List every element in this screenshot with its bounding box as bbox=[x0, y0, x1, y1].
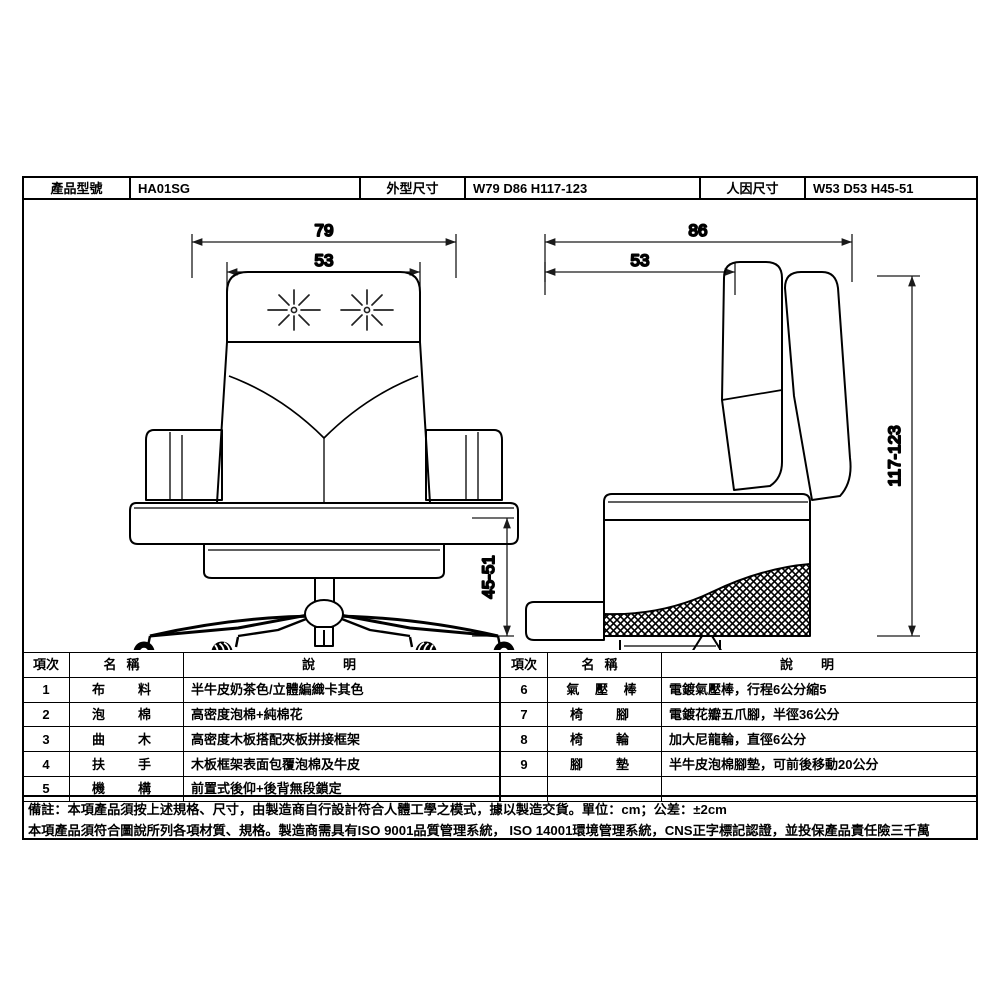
row-index: 1 bbox=[22, 676, 70, 703]
row-index: 8 bbox=[500, 726, 548, 753]
dim-front-width-79: 79 bbox=[315, 221, 334, 240]
row-desc: 半牛皮泡棉腳墊，可前後移動20公分 bbox=[661, 751, 978, 777]
row-desc: 前置式後仰+後背無段鎖定 bbox=[183, 775, 500, 802]
backrest-detail-starbursts bbox=[267, 289, 394, 331]
row-name: 機 構 bbox=[69, 775, 184, 802]
table-row: 3 曲 木 高密度木板搭配夾板拼接框架 bbox=[22, 726, 500, 753]
side-view-chair bbox=[525, 261, 852, 650]
col-header-desc: 說明 bbox=[183, 652, 500, 678]
model-label: 產品型號 bbox=[50, 180, 103, 196]
row-name: 布 料 bbox=[69, 676, 184, 703]
row-index bbox=[500, 775, 548, 802]
ergonomic-dimension-value: W53 D53 H45-51 bbox=[804, 178, 976, 198]
row-desc: 電鍍氣壓棒，行程6公分縮5 bbox=[661, 676, 978, 703]
dim-front-inner-53: 53 bbox=[315, 251, 334, 270]
row-name: 泡 棉 bbox=[69, 701, 184, 728]
row-index: 2 bbox=[22, 701, 70, 728]
spec-tables: 項次 名稱 說明 1 布 料 半牛皮奶茶色/立體編織卡其色 2 泡 棉 高密度泡… bbox=[22, 652, 978, 802]
table-row: 6 氣 壓 棒 電鍍氣壓棒，行程6公分縮5 bbox=[500, 676, 978, 703]
table-row: 5 機 構 前置式後仰+後背無段鎖定 bbox=[22, 775, 500, 802]
row-desc: 半牛皮奶茶色/立體編織卡其色 bbox=[183, 676, 500, 703]
table-row: 7 椅 腳 電鍍花瓣五爪腳，半徑36公分 bbox=[500, 701, 978, 728]
row-name: 腳 墊 bbox=[547, 751, 662, 777]
outer-dimension-label: 外型尺寸 bbox=[359, 178, 464, 198]
row-name: 椅 輪 bbox=[547, 726, 662, 753]
table-header-row: 項次 名稱 說明 bbox=[22, 652, 500, 678]
table-row: 8 椅 輪 加大尼龍輪，直徑6公分 bbox=[500, 726, 978, 753]
col-header-name: 名稱 bbox=[547, 652, 662, 678]
row-index: 7 bbox=[500, 701, 548, 728]
dim-side-inner-53: 53 bbox=[631, 251, 650, 270]
col-header-index: 項次 bbox=[500, 652, 548, 678]
remarks-line-1: 備註：本項產品須按上述規格、尺寸，由製造商自行設計符合人體工學之模式，據以製造交… bbox=[28, 802, 727, 817]
row-desc: 加大尼龍輪，直徑6公分 bbox=[661, 726, 978, 753]
row-index: 6 bbox=[500, 676, 548, 703]
row-desc: 電鍍花瓣五爪腳，半徑36公分 bbox=[661, 701, 978, 728]
row-desc: 高密度木板搭配夾板拼接框架 bbox=[183, 726, 500, 753]
remarks-block: 備註：本項產品須按上述規格、尺寸，由製造商自行設計符合人體工學之模式，據以製造交… bbox=[22, 795, 978, 840]
col-header-name: 名稱 bbox=[69, 652, 184, 678]
dim-side-depth-86: 86 bbox=[689, 221, 708, 240]
col-header-desc: 說明 bbox=[661, 652, 978, 678]
outer-dimension-value: W79 D86 H117-123 bbox=[464, 178, 699, 198]
row-desc: 木板框架表面包覆泡棉及牛皮 bbox=[183, 751, 500, 777]
row-index: 5 bbox=[22, 775, 70, 802]
table-row: 9 腳 墊 半牛皮泡棉腳墊，可前後移動20公分 bbox=[500, 751, 978, 777]
starburst-icon-right bbox=[340, 289, 394, 331]
col-header-index: 項次 bbox=[22, 652, 70, 678]
dim-total-height: 117-123 bbox=[885, 425, 904, 486]
table-row: 4 扶 手 木板框架表面包覆泡棉及牛皮 bbox=[22, 751, 500, 777]
row-index: 3 bbox=[22, 726, 70, 753]
table-row: 1 布 料 半牛皮奶茶色/立體編織卡其色 bbox=[22, 676, 500, 703]
model-value: HA01SG bbox=[129, 178, 359, 198]
row-desc bbox=[661, 775, 978, 802]
row-index: 4 bbox=[22, 751, 70, 777]
row-name: 曲 木 bbox=[69, 726, 184, 753]
table-row bbox=[500, 775, 978, 802]
row-index: 9 bbox=[500, 751, 548, 777]
row-desc: 高密度泡棉+純棉花 bbox=[183, 701, 500, 728]
starburst-icon-left bbox=[267, 289, 321, 331]
table-header-row: 項次 名稱 說明 bbox=[500, 652, 978, 678]
row-name: 氣 壓 棒 bbox=[547, 676, 662, 703]
remarks-line-2: 本項產品須符合圖說所列各項材質、規格。製造商需具有ISO 9001品質管理系統，… bbox=[28, 823, 930, 838]
spec-table-right: 項次 名稱 說明 6 氣 壓 棒 電鍍氣壓棒，行程6公分縮5 7 椅 腳 電鍍花… bbox=[500, 652, 978, 802]
ergonomic-dimension-label: 人因尺寸 bbox=[699, 178, 804, 198]
table-row: 2 泡 棉 高密度泡棉+純棉花 bbox=[22, 701, 500, 728]
front-view-chair bbox=[129, 271, 519, 650]
row-name: 扶 手 bbox=[69, 751, 184, 777]
spec-table-left: 項次 名稱 說明 1 布 料 半牛皮奶茶色/立體編織卡其色 2 泡 棉 高密度泡… bbox=[22, 652, 500, 802]
row-name: 椅 腳 bbox=[547, 701, 662, 728]
dim-seat-height: 45-51 bbox=[479, 555, 498, 598]
drawing-area: 79 53 86 53 117-123 45-51 bbox=[22, 200, 978, 650]
